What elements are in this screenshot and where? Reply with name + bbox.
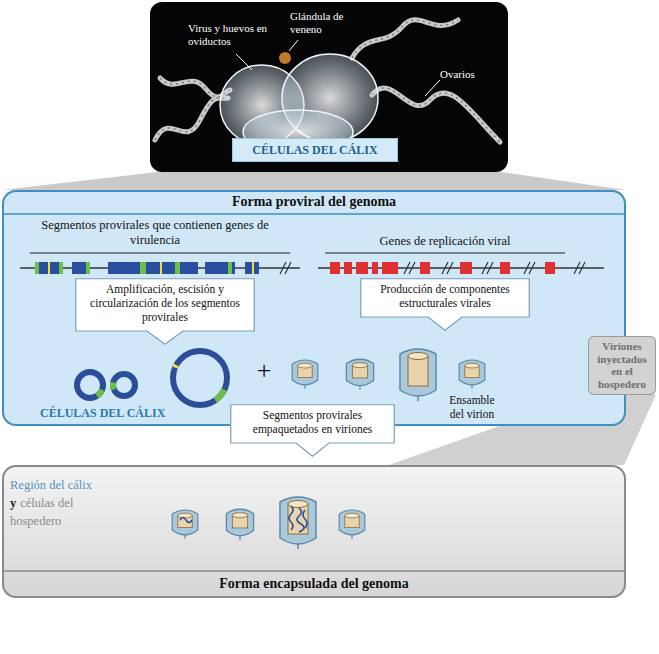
host-box: Viriones inyectados en el hospedero [588,336,656,395]
leader-line [425,80,440,96]
photo-ground [150,2,508,172]
process-text: Producción de componentes estructurales … [360,278,530,311]
title-rule [2,570,626,572]
column-header: Genes de replicación viral [330,234,560,249]
process-arrow: Producción de componentes estructurales … [360,278,530,331]
arrow-shape [231,405,395,457]
box-label: Viriones inyectados en el hospedero [588,336,656,395]
leader-line [289,40,298,51]
panel-title: Forma encapsulada del genoma [2,575,626,592]
header-rule [30,252,290,253]
replication-genes [318,262,604,274]
arrow-shape [361,279,530,331]
virulence-gene-segments [20,262,300,274]
panel-title: Forma proviral del genoma [2,193,626,210]
capsid-icons [292,349,485,401]
region-label: y [10,496,16,510]
plus-sign: + [252,358,276,384]
venom-gland [279,52,291,64]
region-label: CÉLULAS DEL CÁLIX [40,406,190,420]
encapsulated-panel: Forma encapsulada del genoma [2,465,626,598]
process-arrow: Amplificación, escisión y circularizació… [75,278,255,345]
panel-ground [2,190,626,426]
zoom-connector [2,172,626,190]
process-arrow: Segmentos provirales empaquetados en vir… [230,404,395,457]
photo-label: Virus y huevos en oviductos [188,22,270,47]
box-label: CÉLULAS DEL CÁLIX [232,138,398,162]
virion-icons [172,497,365,549]
step-label: Ensamble del virion [447,394,497,422]
title-rule [2,213,626,215]
process-text: Segmentos provirales empaquetados en vir… [230,404,395,437]
circular-segments [77,351,227,405]
leader-line [236,54,252,70]
photo-panel: Virus y huevos en oviductos Glándula de v… [150,2,508,172]
arrow-shape [76,279,255,345]
photo-label: Glándula de veneno [290,10,362,35]
photo-label: Ovarios [440,68,496,81]
region-label: Región del cálix [10,478,110,493]
region-label: células del hospedero [10,496,73,528]
process-text: Amplificación, escisión y circularizació… [75,278,255,324]
column-header: Segmentos provirales que contienen genes… [40,218,270,248]
cell-label-box: CÉLULAS DEL CÁLIX [232,138,398,162]
panel-ground [2,465,626,598]
header-rule [325,252,565,253]
region-label-group: Región del cálix ycélulas del hospedero [10,478,110,529]
